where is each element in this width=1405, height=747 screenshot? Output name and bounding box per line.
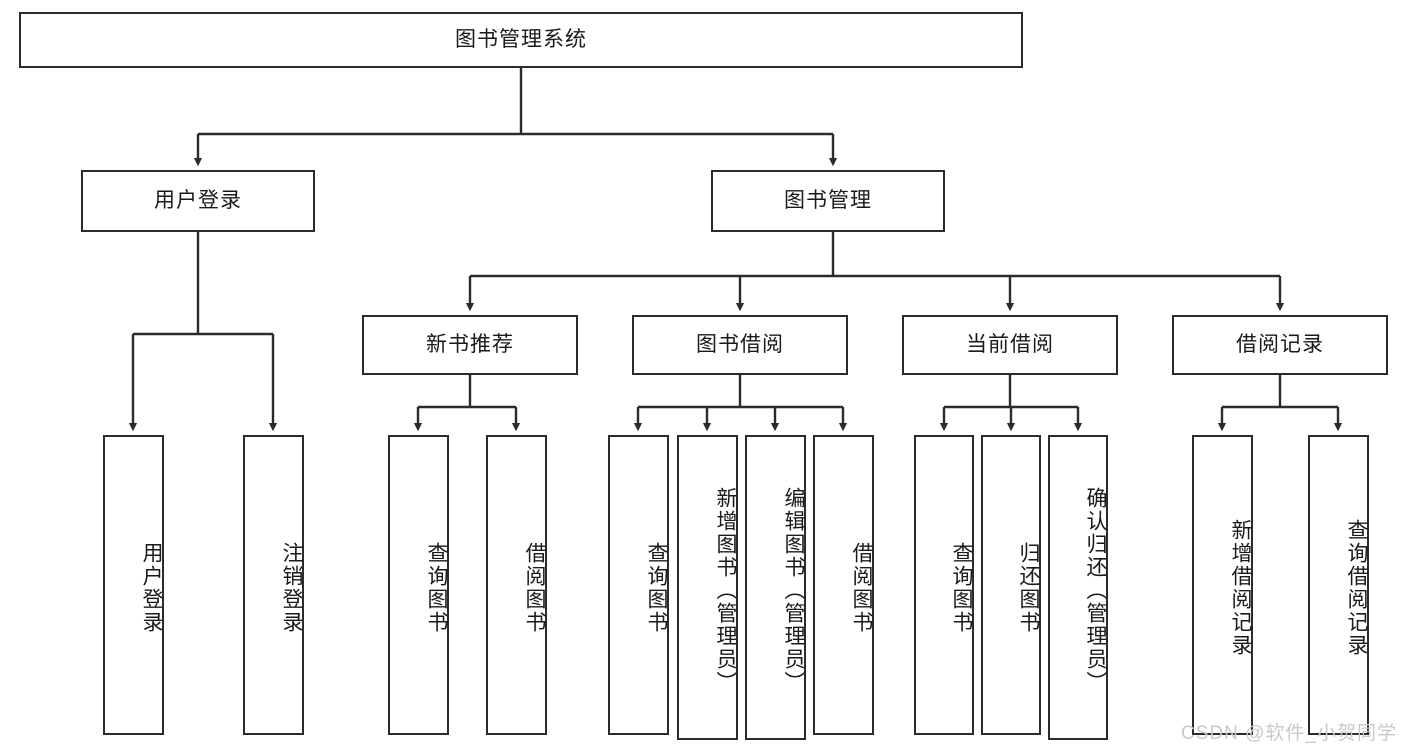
node-label: 用户登录 bbox=[140, 542, 163, 634]
node-leaf-query-book-recommend[interactable]: 查询图书 bbox=[388, 435, 449, 735]
node-user-login[interactable]: 用户登录 bbox=[81, 170, 315, 232]
node-leaf-borrow-book[interactable]: 借阅图书 bbox=[813, 435, 874, 735]
node-label: 用户登录 bbox=[154, 189, 242, 213]
node-leaf-add-borrow-record[interactable]: 新增借阅记录 bbox=[1192, 435, 1253, 735]
node-leaf-borrow-book-recommend[interactable]: 借阅图书 bbox=[486, 435, 547, 735]
node-book-borrow[interactable]: 图书借阅 bbox=[632, 315, 848, 375]
node-leaf-edit-book-admin[interactable]: 编辑图书（管理员） bbox=[745, 435, 806, 740]
node-leaf-query-book-borrow[interactable]: 查询图书 bbox=[608, 435, 669, 735]
node-label: 注销登录 bbox=[280, 542, 303, 634]
node-label: 确认归还（管理员） bbox=[1084, 487, 1107, 694]
node-label: 新增借阅记录 bbox=[1229, 519, 1252, 657]
node-label: 归还图书 bbox=[1017, 542, 1040, 634]
node-leaf-confirm-return-admin[interactable]: 确认归还（管理员） bbox=[1048, 435, 1108, 740]
node-book-management[interactable]: 图书管理 bbox=[711, 170, 945, 232]
node-label: 查询图书 bbox=[645, 542, 668, 634]
node-label: 新书推荐 bbox=[426, 333, 514, 357]
node-current-borrow[interactable]: 当前借阅 bbox=[902, 315, 1118, 375]
node-label: 图书借阅 bbox=[696, 333, 784, 357]
node-leaf-add-book-admin[interactable]: 新增图书（管理员） bbox=[677, 435, 738, 740]
node-label: 借阅图书 bbox=[523, 542, 546, 634]
node-label: 查询图书 bbox=[950, 542, 973, 634]
node-label: 图书管理 bbox=[784, 189, 872, 213]
node-leaf-return-book[interactable]: 归还图书 bbox=[981, 435, 1041, 735]
node-leaf-query-borrow-record[interactable]: 查询借阅记录 bbox=[1308, 435, 1369, 735]
node-root-book-management-system[interactable]: 图书管理系统 bbox=[19, 12, 1023, 68]
node-label: 查询借阅记录 bbox=[1345, 519, 1368, 657]
node-label: 借阅记录 bbox=[1236, 333, 1324, 357]
node-label: 新增图书（管理员） bbox=[714, 487, 737, 694]
node-label: 查询图书 bbox=[425, 542, 448, 634]
node-new-book-recommend[interactable]: 新书推荐 bbox=[362, 315, 578, 375]
node-label: 借阅图书 bbox=[850, 542, 873, 634]
node-leaf-logout[interactable]: 注销登录 bbox=[243, 435, 304, 735]
node-label: 当前借阅 bbox=[966, 333, 1054, 357]
node-leaf-query-book-current[interactable]: 查询图书 bbox=[914, 435, 974, 735]
node-leaf-user-login[interactable]: 用户登录 bbox=[103, 435, 164, 735]
node-label: 图书管理系统 bbox=[455, 28, 587, 52]
node-label: 编辑图书（管理员） bbox=[782, 487, 805, 694]
node-borrow-record[interactable]: 借阅记录 bbox=[1172, 315, 1388, 375]
csdn-watermark: CSDN @软件_小贺同学 bbox=[1181, 723, 1397, 744]
